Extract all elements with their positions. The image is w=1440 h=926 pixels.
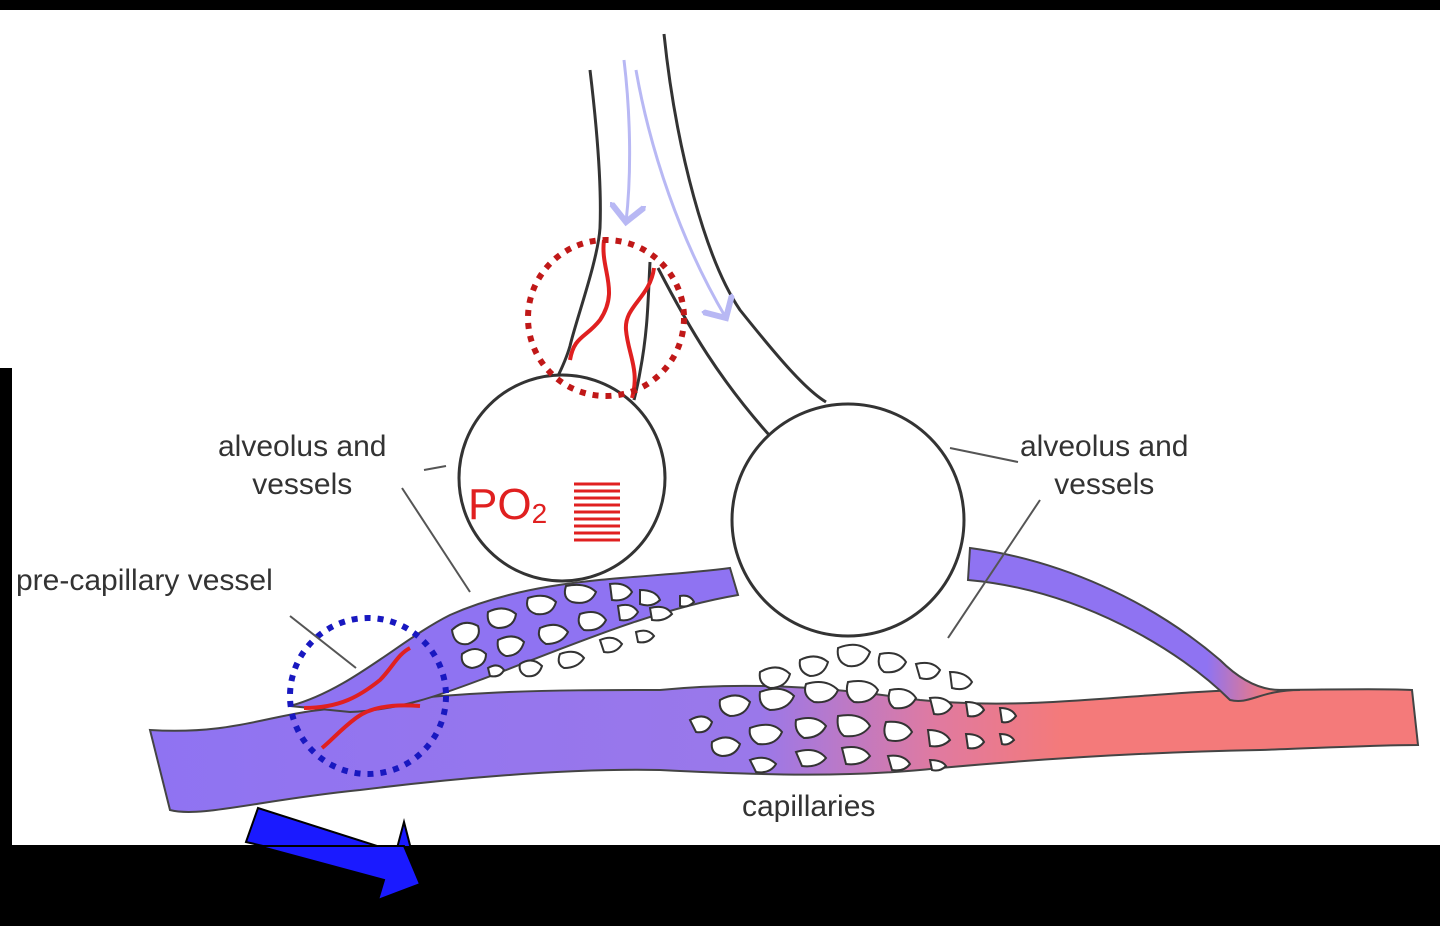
alveolus-label-left-line2: vessels bbox=[252, 467, 353, 501]
po2-label: PO2 bbox=[468, 480, 547, 530]
white-panel bbox=[0, 0, 1440, 10]
po2-subscript: 2 bbox=[531, 498, 548, 529]
precapillary-vessel-text: pre-capillary vessel bbox=[16, 564, 273, 597]
po2-bar-icon bbox=[574, 482, 620, 542]
flow-direction-arrow-tip bbox=[257, 845, 422, 902]
main-vessel bbox=[148, 684, 1420, 813]
capillaries-label: capillaries bbox=[742, 788, 875, 826]
airway-constriction-circle bbox=[525, 237, 687, 399]
capillaries-text: capillaries bbox=[742, 790, 876, 823]
constriction-line-2 bbox=[623, 267, 656, 399]
precapillary-constriction-bottom bbox=[320, 703, 421, 750]
upper-right-vessel bbox=[966, 546, 1301, 702]
precapillary-vessel-circle bbox=[287, 615, 449, 777]
precapillary-constriction-top bbox=[303, 646, 412, 710]
constriction-line-1 bbox=[568, 239, 611, 361]
bottom-black-band bbox=[0, 846, 1440, 921]
alveolus-label-left-line1: alveolus and bbox=[218, 430, 387, 463]
alveolus-label-right-line1: alveolus and bbox=[1020, 430, 1189, 463]
left-black-strip bbox=[0, 368, 12, 845]
right-alveolus bbox=[730, 402, 966, 638]
capillary-network-left bbox=[450, 582, 696, 678]
left-alveolus bbox=[457, 373, 667, 583]
alveolus-label-right: alveolus and vessels bbox=[1020, 428, 1188, 503]
left-airway-wall-outer bbox=[554, 69, 602, 381]
precapillary-vessel-label: pre-capillary vessel bbox=[16, 562, 273, 600]
capillary-network-right bbox=[688, 643, 1018, 774]
airflow-arrow-left bbox=[624, 59, 630, 222]
right-airway-wall bbox=[662, 33, 827, 404]
leader-lines bbox=[289, 447, 1041, 669]
white-panel-area bbox=[0, 10, 1440, 845]
po2-main-text: PO bbox=[468, 480, 532, 529]
alveolus-label-right-line2: vessels bbox=[1054, 467, 1155, 501]
right-airway-wall-2 bbox=[656, 267, 772, 437]
airflow-arrow-right bbox=[634, 69, 726, 318]
alveolus-label-left: alveolus and vessels bbox=[218, 428, 386, 503]
